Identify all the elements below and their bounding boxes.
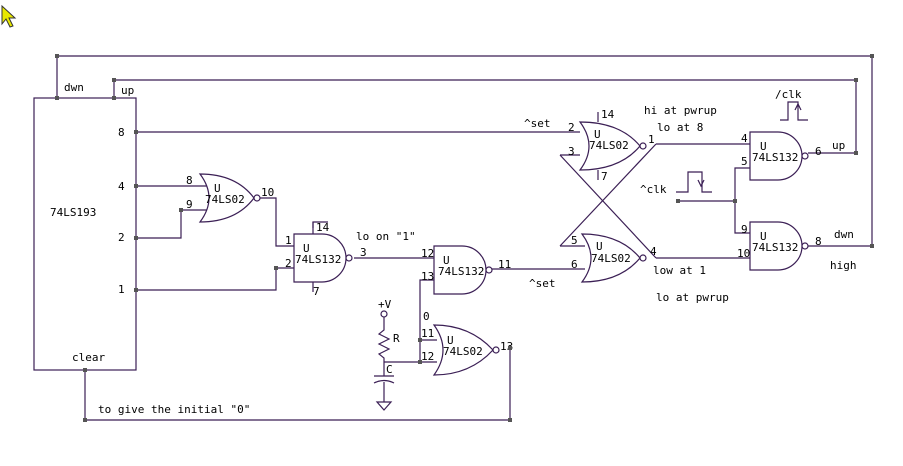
nand1-gnd: 7 [313,285,320,298]
nand4-ref: U [760,230,767,243]
label-high: high [830,259,857,272]
nand1-in-a: 1 [285,234,292,247]
counter-74ls193: 74LS193 dwn up 8 4 2 1 clear [33,81,137,371]
counter-pin-dwn: dwn [64,81,84,94]
nand2-in-b: 13 [421,270,434,283]
nand1-ref: U [303,242,310,255]
label-out-dwn: dwn [834,228,854,241]
nor2-ref: U [447,334,454,347]
nor2-in-b: 12 [421,350,434,363]
nand1-part: 74LS132 [295,253,341,266]
nand4-out: 8 [815,235,822,248]
counter-pin-1: 1 [118,283,125,296]
counter-pin-4: 4 [118,180,125,193]
nor4-out: 4 [650,245,657,258]
nor3-out: 1 [648,133,655,146]
nor4-in-a: 5 [571,234,578,247]
nand3-in-a: 4 [741,132,748,145]
label-out-up: up [832,139,845,152]
label-low-at-1: low at 1 [653,264,706,277]
counter-pin-clear: clear [72,351,105,364]
nor3-gnd: 7 [601,170,608,183]
counter-pin-8: 8 [118,126,125,139]
nor3-in-b: 3 [568,145,575,158]
nand3-part: 74LS132 [752,151,798,164]
rc-network: +V R C 0 [373,298,430,411]
nor1-in-b: 9 [186,198,193,211]
junction-dots [55,54,874,422]
nor2-part: 74LS02 [443,345,483,358]
nor3-ref: U [594,128,601,141]
nor1-part: 74LS02 [205,193,245,206]
gate-nand4: U 74LS132 9 10 8 [737,221,822,271]
gate-nand3: U 74LS132 4 5 6 [741,131,822,181]
label-lo-at-8: lo at 8 [657,121,703,134]
label-hi-at-pwrup: hi at pwrup [644,104,717,117]
gate-nor4: U 74LS02 5 6 4 [571,233,657,283]
nor2-in-a: 11 [421,327,434,340]
nand1-out: 3 [360,246,367,259]
label-clk: ^clk [640,183,667,196]
nand3-ref: U [760,140,767,153]
gate-nor1: U 74LS02 8 9 10 [186,173,274,223]
nor3-in-a: 2 [568,121,575,134]
vcc-label: +V [378,298,392,311]
counter-name: 74LS193 [50,206,96,219]
label-nclk: /clk [775,88,802,101]
nand4-part: 74LS132 [752,241,798,254]
label-lo-on-1: lo on "1" [356,230,416,243]
label-lo-at-pwrup: lo at pwrup [656,291,729,304]
gate-nor2: U 74LS02 11 12 13 [421,324,513,376]
counter-pin-2: 2 [118,231,125,244]
nand3-in-b: 5 [741,155,748,168]
nor1-out: 10 [261,186,274,199]
nor4-in-b: 6 [571,258,578,271]
nor4-ref: U [596,240,603,253]
label-initial: to give the initial "0" [98,403,250,416]
nor3-part: 74LS02 [589,139,629,152]
gate-nor3: 14 7 U 74LS02 2 3 1 [568,108,655,183]
counter-pin-up: up [121,84,134,97]
nor3-vcc: 14 [601,108,615,121]
gate-nand2: U 74LS132 12 13 11 [421,245,511,295]
mouse-pointer-icon [1,4,17,28]
nand2-part: 74LS132 [438,265,484,278]
resistor-label: R [393,332,400,345]
nand4-in-a: 9 [741,223,748,236]
nand2-ref: U [443,254,450,267]
gate-nand1: 14 7 U 74LS132 1 2 3 [285,221,367,298]
clock-pulses [676,101,808,193]
nand2-in-a: 12 [421,247,434,260]
capacitor-label: C [386,363,393,376]
nor1-in-a: 8 [186,174,193,187]
nand1-vcc: 14 [316,221,330,234]
zero-label: 0 [423,310,430,323]
label-set-top: ^set [524,117,551,130]
annotations: ^set ^set lo on "1" hi at pwrup lo at 8 … [98,88,857,416]
nand1-in-b: 2 [285,257,292,270]
nor1-ref: U [214,182,221,195]
nand3-out: 6 [815,145,822,158]
nand4-in-b: 10 [737,247,750,260]
nor4-part: 74LS02 [591,252,631,265]
nand2-out: 11 [498,258,511,271]
label-set-mid: ^set [529,277,556,290]
